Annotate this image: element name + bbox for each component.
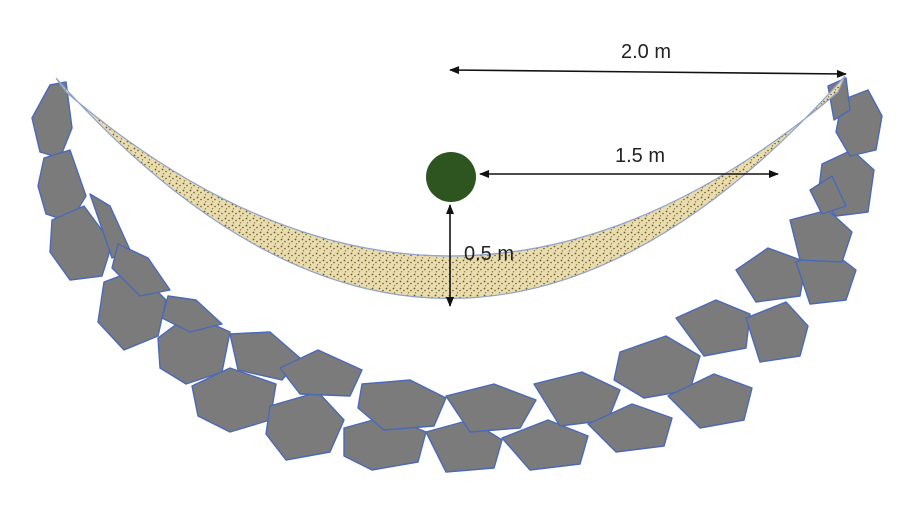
rock (111, 243, 171, 297)
rock-layer (31, 77, 883, 473)
rock (49, 205, 113, 281)
rock (745, 301, 809, 363)
radius-label: 1.5 m (615, 145, 665, 167)
rock (587, 403, 673, 453)
width-dimension-arrow (449, 66, 847, 78)
rock (735, 247, 807, 303)
ball (426, 152, 476, 202)
rock (675, 299, 751, 357)
rock (265, 391, 345, 461)
rock (161, 295, 223, 333)
rock (445, 383, 537, 433)
rock (31, 81, 73, 159)
rock (533, 371, 621, 427)
rock (279, 349, 363, 397)
height-label: 0.5 m (464, 243, 514, 265)
rock (357, 379, 447, 431)
rock (789, 209, 853, 263)
rock (809, 175, 847, 215)
width-label: 2.0 m (621, 41, 671, 63)
rock (501, 419, 589, 471)
rock (667, 373, 753, 429)
